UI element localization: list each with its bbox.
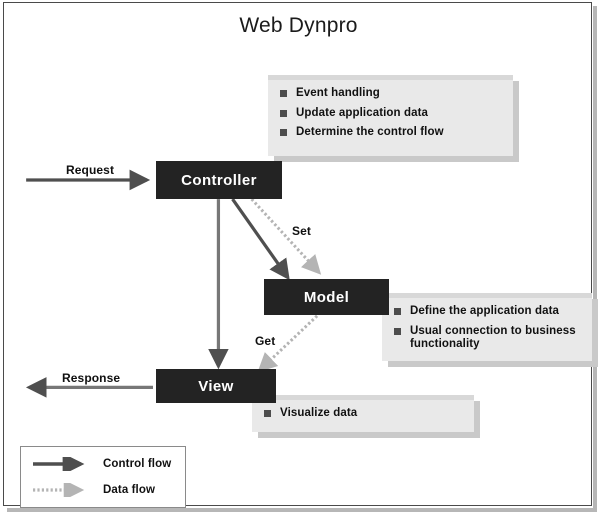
bullet-square-icon (394, 308, 401, 315)
callout-item: Determine the control flow (280, 126, 503, 140)
diagram-frame: Web Dynpro Event handling Update applica… (3, 2, 598, 508)
bullet-square-icon (264, 410, 271, 417)
node-controller[interactable]: Controller (156, 161, 282, 199)
callout-controller: Event handling Update application data D… (268, 75, 513, 156)
bullet-square-icon (280, 90, 287, 97)
control-flow-arrow-icon (33, 457, 85, 471)
legend: Control flow Data flow (20, 446, 186, 508)
frame-shadow-bottom (7, 508, 596, 512)
callout-view: Visualize data (252, 395, 474, 432)
callout-item: Define the application data (394, 305, 582, 319)
legend-item-control-flow: Control flow (31, 457, 171, 471)
node-view[interactable]: View (156, 369, 276, 403)
callout-item: Visualize data (264, 407, 464, 421)
legend-item-data-flow: Data flow (31, 483, 155, 497)
node-model[interactable]: Model (264, 279, 389, 315)
label-response: Response (62, 371, 121, 385)
label-set: Set (292, 224, 311, 238)
callout-item: Usual connection to business functionali… (394, 325, 582, 352)
callout-item: Event handling (280, 87, 503, 101)
bullet-square-icon (280, 129, 287, 136)
label-request: Request (66, 163, 115, 177)
legend-label: Data flow (103, 484, 156, 496)
bullet-square-icon (394, 327, 401, 335)
bullet-square-icon (280, 109, 287, 117)
data-flow-arrow-icon (33, 483, 85, 497)
label-get: Get (255, 334, 276, 348)
page-title: Web Dynpro (239, 14, 358, 37)
legend-label: Control flow (103, 458, 172, 470)
frame-shadow-right (593, 6, 597, 512)
callout-item: Update application data (280, 107, 503, 121)
callout-model: Define the application data Usual connec… (382, 293, 592, 361)
arrow-controller-to-model (231, 198, 290, 281)
